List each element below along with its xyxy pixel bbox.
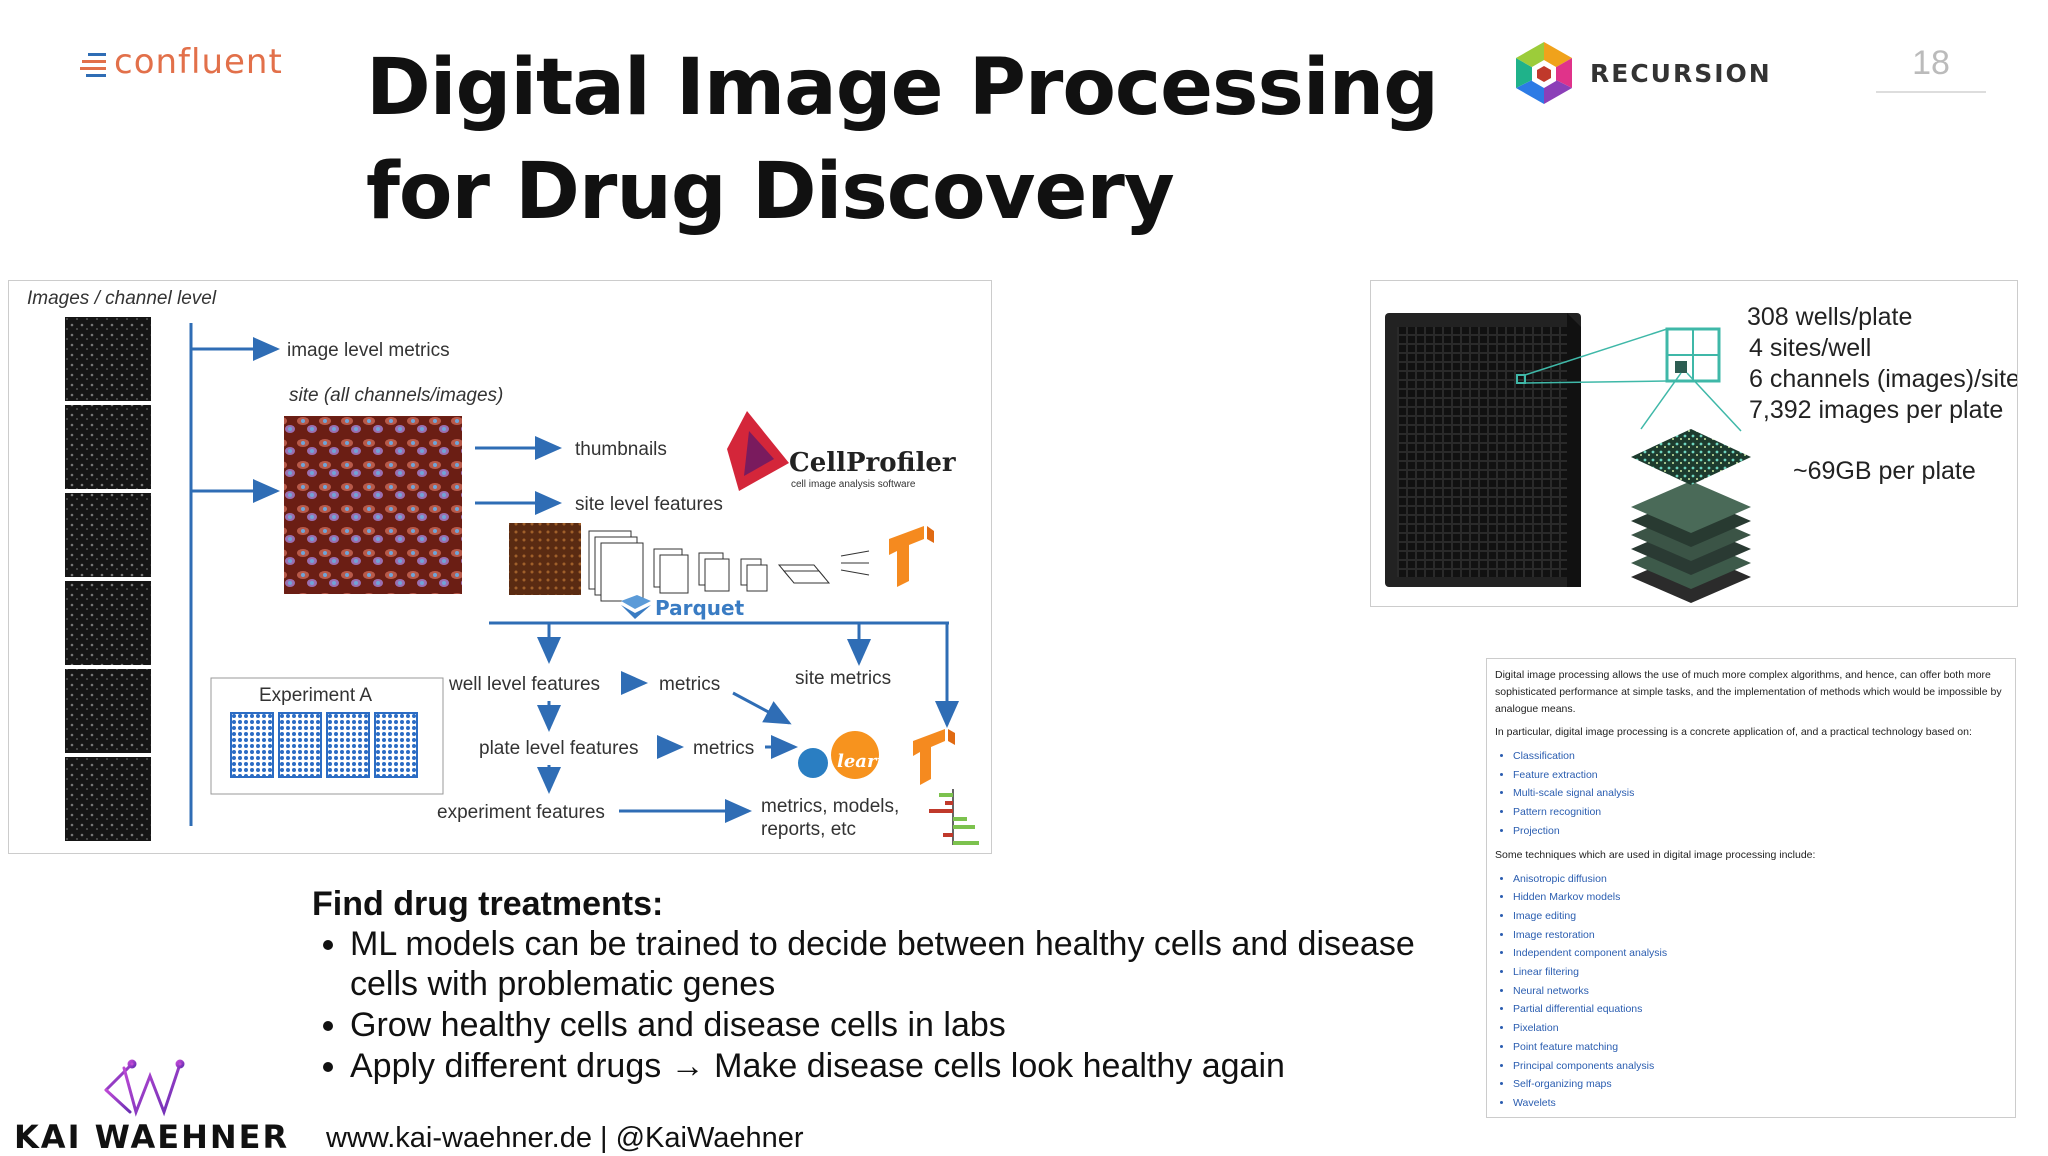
wiki-link[interactable]: Image restoration bbox=[1513, 926, 2007, 945]
confluent-bars-icon bbox=[80, 52, 106, 77]
channels-per-site: 6 channels (images)/site bbox=[1749, 365, 2017, 393]
slide-title: Digital Image Processing for Drug Discov… bbox=[366, 36, 1439, 244]
metrics-models-label: metrics, models, bbox=[761, 796, 899, 817]
report-chart-icon bbox=[929, 789, 979, 845]
wiki-link[interactable]: Point feature matching bbox=[1513, 1038, 2007, 1057]
kai-waehner-monogram bbox=[104, 1059, 185, 1117]
title-line-1: Digital Image Processing bbox=[366, 43, 1439, 133]
plate-metrics-label: metrics bbox=[693, 738, 754, 759]
images-per-plate: 7,392 images per plate bbox=[1749, 396, 2003, 424]
wiki-link[interactable]: Feature extraction bbox=[1513, 766, 2007, 785]
wiki-link[interactable]: Hidden Markov models bbox=[1513, 888, 2007, 907]
sklearn-wordmark: learn bbox=[837, 751, 890, 772]
parquet-logo: Parquet bbox=[621, 595, 745, 620]
wiki-list-2: Anisotropic diffusion Hidden Markov mode… bbox=[1495, 870, 2007, 1113]
site-level-features-label: site level features bbox=[575, 494, 723, 515]
wiki-link[interactable]: Independent component analysis bbox=[1513, 944, 2007, 963]
bullets-heading: Find drug treatments: bbox=[312, 885, 664, 923]
experiment-plates bbox=[230, 712, 418, 778]
experiment-a-label: Experiment A bbox=[259, 685, 372, 706]
title-line-2: for Drug Discovery bbox=[366, 147, 1175, 237]
wiki-link[interactable]: Neural networks bbox=[1513, 982, 2007, 1001]
scikit-learn-logo: learn bbox=[798, 731, 890, 779]
wiki-link[interactable]: Pixelation bbox=[1513, 1019, 2007, 1038]
confluent-wordmark: confluent bbox=[114, 42, 283, 82]
site-label: site (all channels/images) bbox=[289, 385, 503, 406]
well-plate bbox=[1385, 313, 1581, 587]
pipeline-figure: Images / channel level image level metri… bbox=[8, 280, 992, 854]
wiki-link[interactable]: Projection bbox=[1513, 822, 2007, 841]
footer-url[interactable]: www.kai-waehner.de | @KaiWaehner bbox=[326, 1122, 804, 1154]
well-level-features-label: well level features bbox=[448, 674, 600, 695]
selected-well bbox=[1516, 374, 1526, 384]
plate-level-features-label: plate level features bbox=[479, 738, 639, 759]
image-level-metrics-label: image level metrics bbox=[287, 340, 450, 361]
wiki-link[interactable]: Self-organizing maps bbox=[1513, 1075, 2007, 1094]
author-name: KAI WAEHNER bbox=[14, 1118, 290, 1156]
confluent-logo: confluent bbox=[80, 42, 283, 82]
wells-per-plate: 308 wells/plate bbox=[1747, 303, 1912, 331]
tensorflow-icon bbox=[889, 526, 934, 587]
thumbnails-label: thumbnails bbox=[575, 439, 667, 460]
wiki-link[interactable]: Partial differential equations bbox=[1513, 1000, 2007, 1019]
cellprofiler-logo: CellProfiler cell image analysis softwar… bbox=[727, 411, 956, 491]
cellprofiler-wordmark: CellProfiler bbox=[789, 448, 956, 478]
parquet-wordmark: Parquet bbox=[655, 596, 745, 620]
wiki-link[interactable]: Anisotropic diffusion bbox=[1513, 870, 2007, 889]
wiki-paragraph-1: Digital image processing allows the use … bbox=[1495, 669, 2002, 715]
wiki-link[interactable]: Linear filtering bbox=[1513, 963, 2007, 982]
reports-label: reports, etc bbox=[761, 819, 856, 840]
bullet-list: ML models can be trained to decide betwe… bbox=[312, 924, 1442, 1086]
channel-image-strip bbox=[65, 317, 151, 841]
wiki-link[interactable]: Wavelets bbox=[1513, 1094, 2007, 1113]
drug-treatment-bullets: Find drug treatments: ML models can be t… bbox=[312, 884, 1442, 1087]
plate-figure: 308 wells/plate 4 sites/well 6 channels … bbox=[1370, 280, 2020, 607]
bullet-item: Grow healthy cells and disease cells in … bbox=[350, 1005, 1442, 1045]
recursion-wordmark: RECURSION bbox=[1590, 58, 1772, 88]
wikipedia-excerpt: Digital image processing allows the use … bbox=[1486, 658, 2016, 1118]
wiki-link[interactable]: Image editing bbox=[1513, 907, 2007, 926]
page-number: 18 bbox=[1876, 44, 1986, 93]
site-metrics-label: site metrics bbox=[795, 668, 891, 689]
site-cell-image bbox=[284, 416, 462, 594]
tensorflow-icon-bottom bbox=[913, 729, 955, 785]
recursion-hex-icon bbox=[1516, 42, 1572, 104]
wiki-link[interactable]: Multi-scale signal analysis bbox=[1513, 784, 2007, 803]
plate-diagram: 308 wells/plate 4 sites/well 6 channels … bbox=[1385, 303, 2020, 603]
experiment-features-label: experiment features bbox=[437, 802, 605, 823]
well-sites-zoom bbox=[1665, 327, 1721, 383]
well-metrics-label: metrics bbox=[659, 674, 720, 695]
channel-level-label: Images / channel level bbox=[27, 288, 217, 309]
wiki-link[interactable]: Pattern recognition bbox=[1513, 803, 2007, 822]
cellprofiler-tagline: cell image analysis software bbox=[791, 479, 916, 490]
cnn-layers-diagram bbox=[509, 523, 870, 602]
wiki-link[interactable]: Classification bbox=[1513, 747, 2007, 766]
recursion-logo: RECURSION bbox=[1512, 38, 1772, 108]
sites-per-well: 4 sites/well bbox=[1749, 334, 1871, 362]
wiki-paragraph-2: In particular, digital image processing … bbox=[1495, 726, 1972, 738]
wiki-link[interactable]: Principal components analysis bbox=[1513, 1057, 2007, 1076]
bullet-item: Apply different drugs → Make disease cel… bbox=[350, 1046, 1442, 1086]
bullet-item: ML models can be trained to decide betwe… bbox=[350, 924, 1442, 1004]
pipeline-diagram: Images / channel level image level metri… bbox=[27, 288, 979, 845]
size-per-plate: ~69GB per plate bbox=[1793, 457, 1976, 485]
channel-image-stack bbox=[1631, 429, 1751, 603]
wiki-list-1: Classification Feature extraction Multi-… bbox=[1495, 747, 2007, 841]
wiki-paragraph-3: Some techniques which are used in digita… bbox=[1495, 848, 1816, 861]
